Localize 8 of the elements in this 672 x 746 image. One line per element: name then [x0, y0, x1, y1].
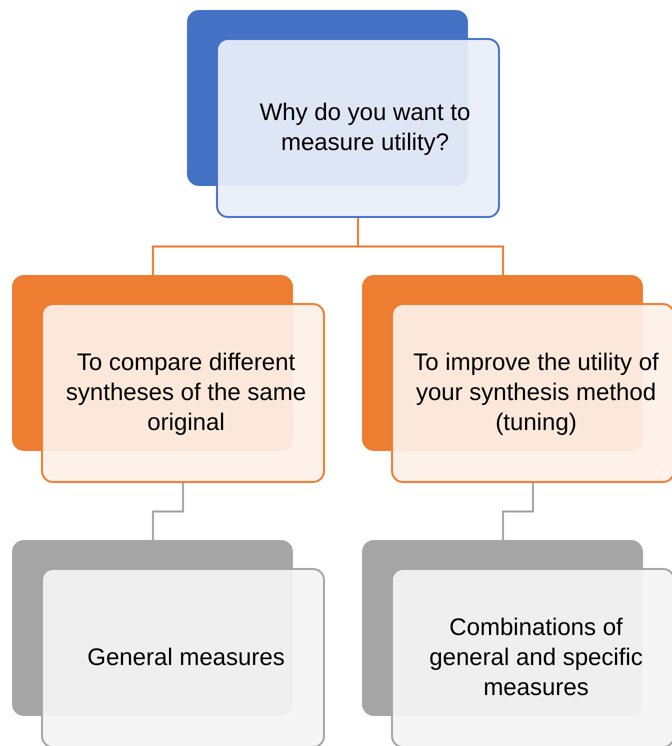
box-text: General measures [87, 643, 285, 673]
box-text: Combinations of general and specific measures [428, 613, 644, 703]
box-text: Why do you want to measure utility? [258, 98, 472, 158]
connector-line [152, 483, 184, 540]
box-text: To compare different syntheses of the same original [64, 348, 308, 438]
connector-line [357, 218, 504, 275]
box-text: To improve the utility of your synthesis method (tuning) [412, 348, 660, 438]
connector-line [502, 483, 534, 540]
